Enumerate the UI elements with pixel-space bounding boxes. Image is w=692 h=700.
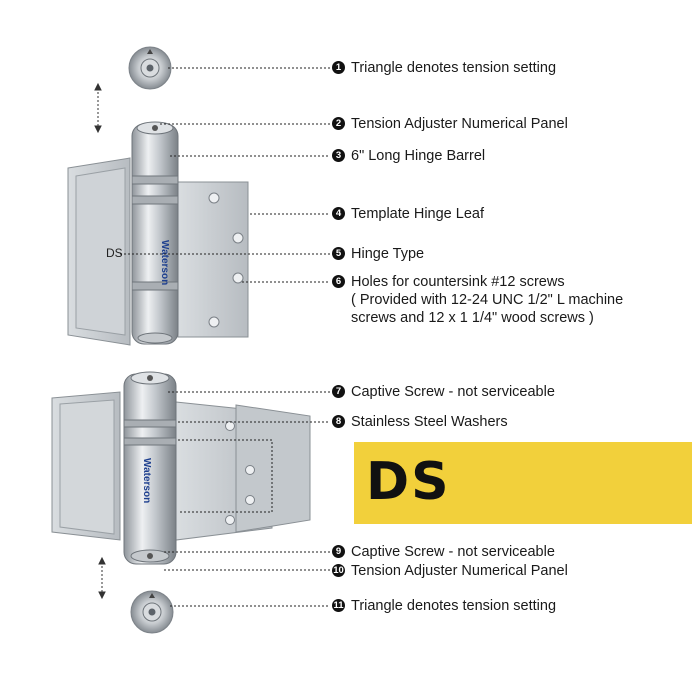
- banner-label: DS: [366, 452, 451, 512]
- callout-text: Triangle denotes tension setting: [351, 598, 557, 614]
- top-hinge: Waterson: [67, 121, 249, 346]
- callout-text: Tension Adjuster Numerical Panel: [351, 563, 568, 579]
- callout-5: 5 Hinge Type: [332, 245, 424, 263]
- callout-3: 3 6" Long Hinge Barrel: [332, 147, 485, 165]
- callout-number: 5: [332, 247, 345, 260]
- adjust-arrow-top: [94, 82, 102, 134]
- callout-text: Template Hinge Leaf: [351, 206, 484, 222]
- callout-9: 9 Captive Screw - not serviceable: [332, 543, 555, 561]
- bottom-hinge: Waterson: [51, 371, 311, 565]
- callout-text: Captive Screw - not serviceable: [351, 544, 555, 560]
- callout-10: 10 Tension Adjuster Numerical Panel: [332, 562, 568, 580]
- brand-label-top: Waterson: [159, 240, 170, 285]
- callout-number: 3: [332, 149, 345, 162]
- callout-line: ( Provided with 12-24 UNC 1/2" L machine: [351, 292, 624, 308]
- callout-1: 1 Triangle denotes tension setting: [332, 59, 556, 77]
- callout-text: Triangle denotes tension setting: [351, 60, 557, 76]
- callout-text: Stainless Steel Washers: [351, 414, 508, 430]
- callout-number: 9: [332, 545, 345, 558]
- leader-lines: [120, 67, 330, 607]
- top-tension-knob: [128, 46, 172, 90]
- callout-6: 6 Holes for countersink #12 screws ( Pro…: [332, 273, 623, 327]
- callout-line: Holes for countersink #12 screws: [351, 274, 565, 290]
- callout-2: 2 Tension Adjuster Numerical Panel: [332, 115, 568, 133]
- callout-number: 10: [332, 564, 345, 577]
- callout-number: 11: [332, 599, 345, 612]
- callout-text: Captive Screw - not serviceable: [351, 384, 555, 400]
- hinge-type-label: DS: [106, 246, 123, 260]
- callout-text: Tension Adjuster Numerical Panel: [351, 116, 568, 132]
- callout-text: Holes for countersink #12 screws ( Provi…: [351, 273, 623, 327]
- callout-8: 8 Stainless Steel Washers: [332, 413, 508, 431]
- callout-text: 6" Long Hinge Barrel: [351, 148, 486, 164]
- callout-number: 1: [332, 61, 345, 74]
- callout-number: 8: [332, 415, 345, 428]
- callout-number: 6: [332, 275, 345, 288]
- callout-4: 4 Template Hinge Leaf: [332, 205, 484, 223]
- callout-number: 2: [332, 117, 345, 130]
- hinge-type-banner: DS: [354, 442, 692, 524]
- bottom-tension-knob: [130, 590, 174, 634]
- callout-11: 11 Triangle denotes tension setting: [332, 597, 556, 615]
- callout-number: 7: [332, 385, 345, 398]
- brand-label-bottom: Waterson: [141, 458, 152, 503]
- callout-7: 7 Captive Screw - not serviceable: [332, 383, 555, 401]
- callout-text: Hinge Type: [351, 246, 425, 262]
- callout-number: 4: [332, 207, 345, 220]
- adjust-arrow-bottom: [98, 556, 106, 600]
- callout-line: screws and 12 x 1 1/4" wood screws ): [351, 310, 594, 326]
